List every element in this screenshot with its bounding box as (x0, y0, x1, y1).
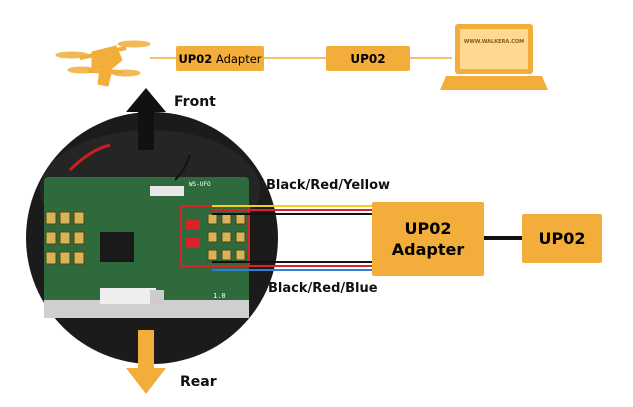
front-label: Front (174, 94, 216, 110)
top-adapter-label-strong: UP02 (178, 51, 213, 66)
mcu-chip (100, 232, 134, 262)
wire-top-label: Black/Red/Yellow (266, 178, 391, 193)
main-adapter-line1: UP02 (404, 219, 452, 238)
main-up02-box: UP02 (522, 214, 602, 263)
main-up02-label: UP02 (538, 229, 586, 248)
top-up02-label: UP02 (350, 51, 386, 66)
main-up02-adapter-box: UP02 Adapter (372, 202, 484, 276)
top-up02-box: UP02 (326, 46, 410, 71)
rear-label: Rear (180, 374, 217, 390)
laptop-icon (440, 24, 548, 90)
bottom-connector (100, 288, 156, 304)
version-label: 1.0 (213, 292, 226, 300)
wire-bundle-top (212, 205, 372, 215)
flight-control-board (44, 177, 249, 309)
laptop-screen-text: WWW.WALKERA.COM (463, 39, 525, 45)
quadcopter-icon (55, 40, 151, 87)
arrow-up-icon (126, 88, 166, 150)
chip-label: WS-UFO (189, 181, 211, 188)
main-adapter-line2: Adapter (391, 240, 465, 259)
wire-bottom-label: Black/Red/Blue (268, 281, 378, 296)
top-up02-adapter-box: UP02 Adapter (176, 46, 264, 71)
left-pin-header (45, 211, 85, 265)
top-adapter-label-rest: Adapter (215, 51, 262, 66)
arrow-down-icon (126, 330, 166, 394)
right-pin-header (207, 213, 246, 261)
wire-bundle-bottom (212, 261, 372, 271)
